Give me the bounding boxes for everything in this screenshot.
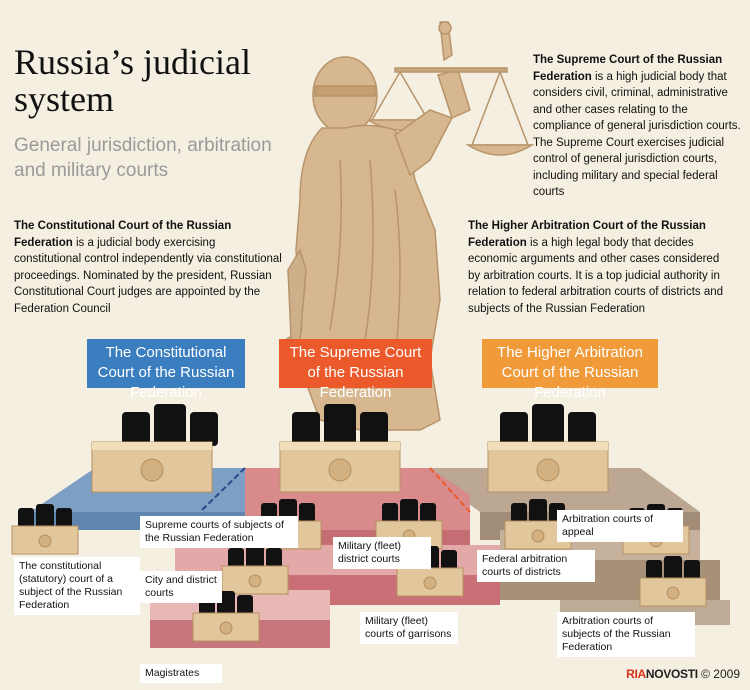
divider-line-left <box>199 467 246 513</box>
supreme-court-description: The Supreme Court of the Russian Federat… <box>533 52 748 201</box>
military-garrisons-callout: Military (fleet) courts of garrisons <box>360 612 458 644</box>
federal-arbitration-districts-callout: Federal arbitration courts of districts <box>477 550 595 582</box>
supreme-subjects-callout: Supreme courts of subjects of the Russia… <box>140 516 298 548</box>
arbitration-court-description-text: is a high legal body that decides econom… <box>468 236 724 315</box>
credit-logo: RIANOVOSTI © 2009 <box>626 667 740 681</box>
arbitration-court-label: The Higher Arbitration Court of the Russ… <box>482 339 658 401</box>
magistrates-callout: Magistrates <box>140 664 222 683</box>
supreme-court-label: The Supreme Court of the Russian Federat… <box>279 339 432 401</box>
arbitration-appeal-callout: Arbitration courts of appeal <box>557 510 683 542</box>
credit-novosti: NOVOSTI <box>645 667 698 681</box>
supreme-court-description-bold: The Supreme Court of the Russian Federat… <box>533 54 723 83</box>
city-district-callout: City and district courts <box>140 571 222 603</box>
statutory-court-callout: The constitutional (statutory) court of … <box>14 557 140 615</box>
divider-line-right <box>429 467 471 513</box>
arbitration-subjects-callout: Arbitration courts of subjects of the Ru… <box>557 612 695 657</box>
page-title: Russia’s judicial system <box>14 42 251 119</box>
credit-year: © 2009 <box>701 667 740 681</box>
arbitration-court-description-bold: The Higher Arbitration Court of the Russ… <box>468 220 706 249</box>
arbitration-court-description: The Higher Arbitration Court of the Russ… <box>468 218 730 317</box>
constitutional-court-description: The Constitutional Court of the Russian … <box>14 218 284 317</box>
constitutional-court-description-bold: The Constitutional Court of the Russian … <box>14 220 232 249</box>
military-district-callout: Military (fleet) district courts <box>333 537 431 569</box>
constitutional-court-label: The Constitutional Court of the Russian … <box>87 339 245 401</box>
page-subtitle: General jurisdiction, arbitration and mi… <box>14 135 272 181</box>
supreme-court-description-text: is a high judicial body that considers c… <box>533 70 741 199</box>
credit-ria: RIA <box>626 667 646 681</box>
constitutional-court-description-text: is a judicial body exercising constituti… <box>14 236 282 315</box>
